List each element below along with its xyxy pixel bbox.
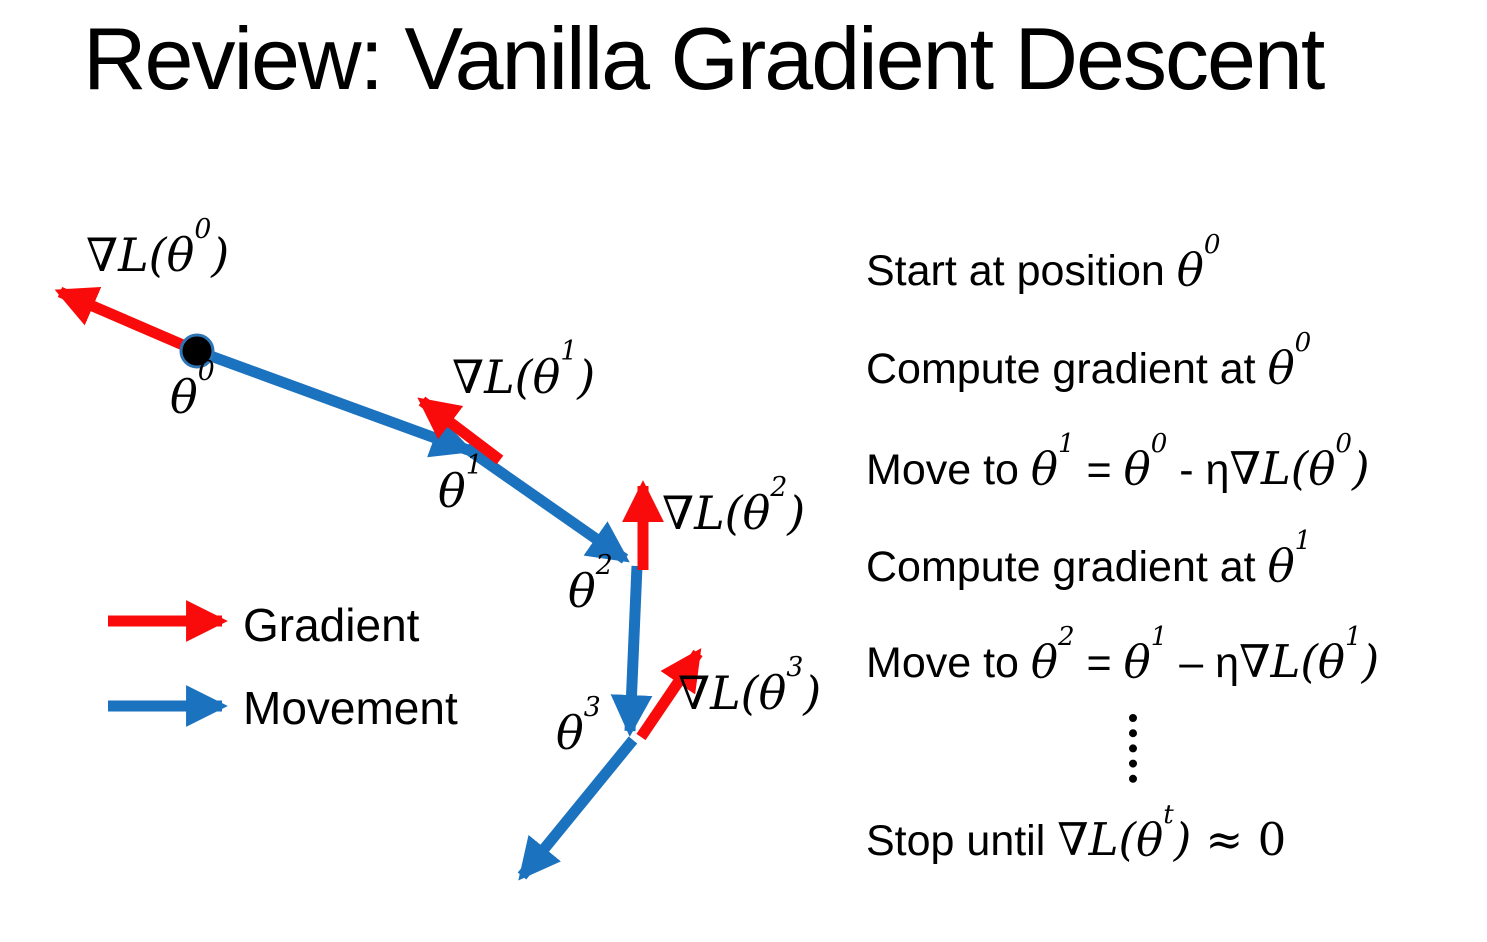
gradient-arrow-0: [54, 286, 200, 357]
point-label-theta1: θ1: [438, 450, 483, 518]
gradient-label-3: ∇L(θ3): [678, 652, 822, 720]
gradient-arrow-1: [417, 396, 504, 465]
gradient-label-1: ∇L(θ1): [452, 336, 596, 404]
point-label-theta2: θ2: [568, 550, 613, 618]
step-move-1: Move to θ1 = θ0 - η∇L(θ0): [866, 428, 1370, 495]
point-label-theta0: θ0: [170, 356, 215, 424]
step-move-2: Move to θ2 = θ1 – η∇L(θ1): [866, 621, 1380, 688]
slide-title: Review: Vanilla Gradient Descent: [83, 9, 1325, 108]
movement-arrow-1-2: [462, 443, 630, 564]
legend-gradient-label: Gradient: [243, 599, 420, 651]
gradient-label-0: ∇L(θ0): [86, 214, 230, 282]
movement-arrow-2-3: [610, 565, 653, 737]
step-start: Start at position θ0: [866, 229, 1221, 296]
point-label-theta3: θ3: [556, 692, 601, 760]
step-stop: Stop until ∇L(θt) ≈ 0: [866, 799, 1287, 866]
step-compute-grad-1: Compute gradient at θ1: [866, 525, 1312, 592]
start-point-dot: [179, 333, 215, 369]
gradient-label-2: ∇L(θ2): [662, 472, 806, 540]
step-compute-grad-0: Compute gradient at θ0: [866, 327, 1312, 394]
gradient-arrow-3: [636, 648, 703, 741]
movement-arrow-3-4: [517, 736, 638, 881]
legend-movement-label: Movement: [243, 682, 458, 734]
